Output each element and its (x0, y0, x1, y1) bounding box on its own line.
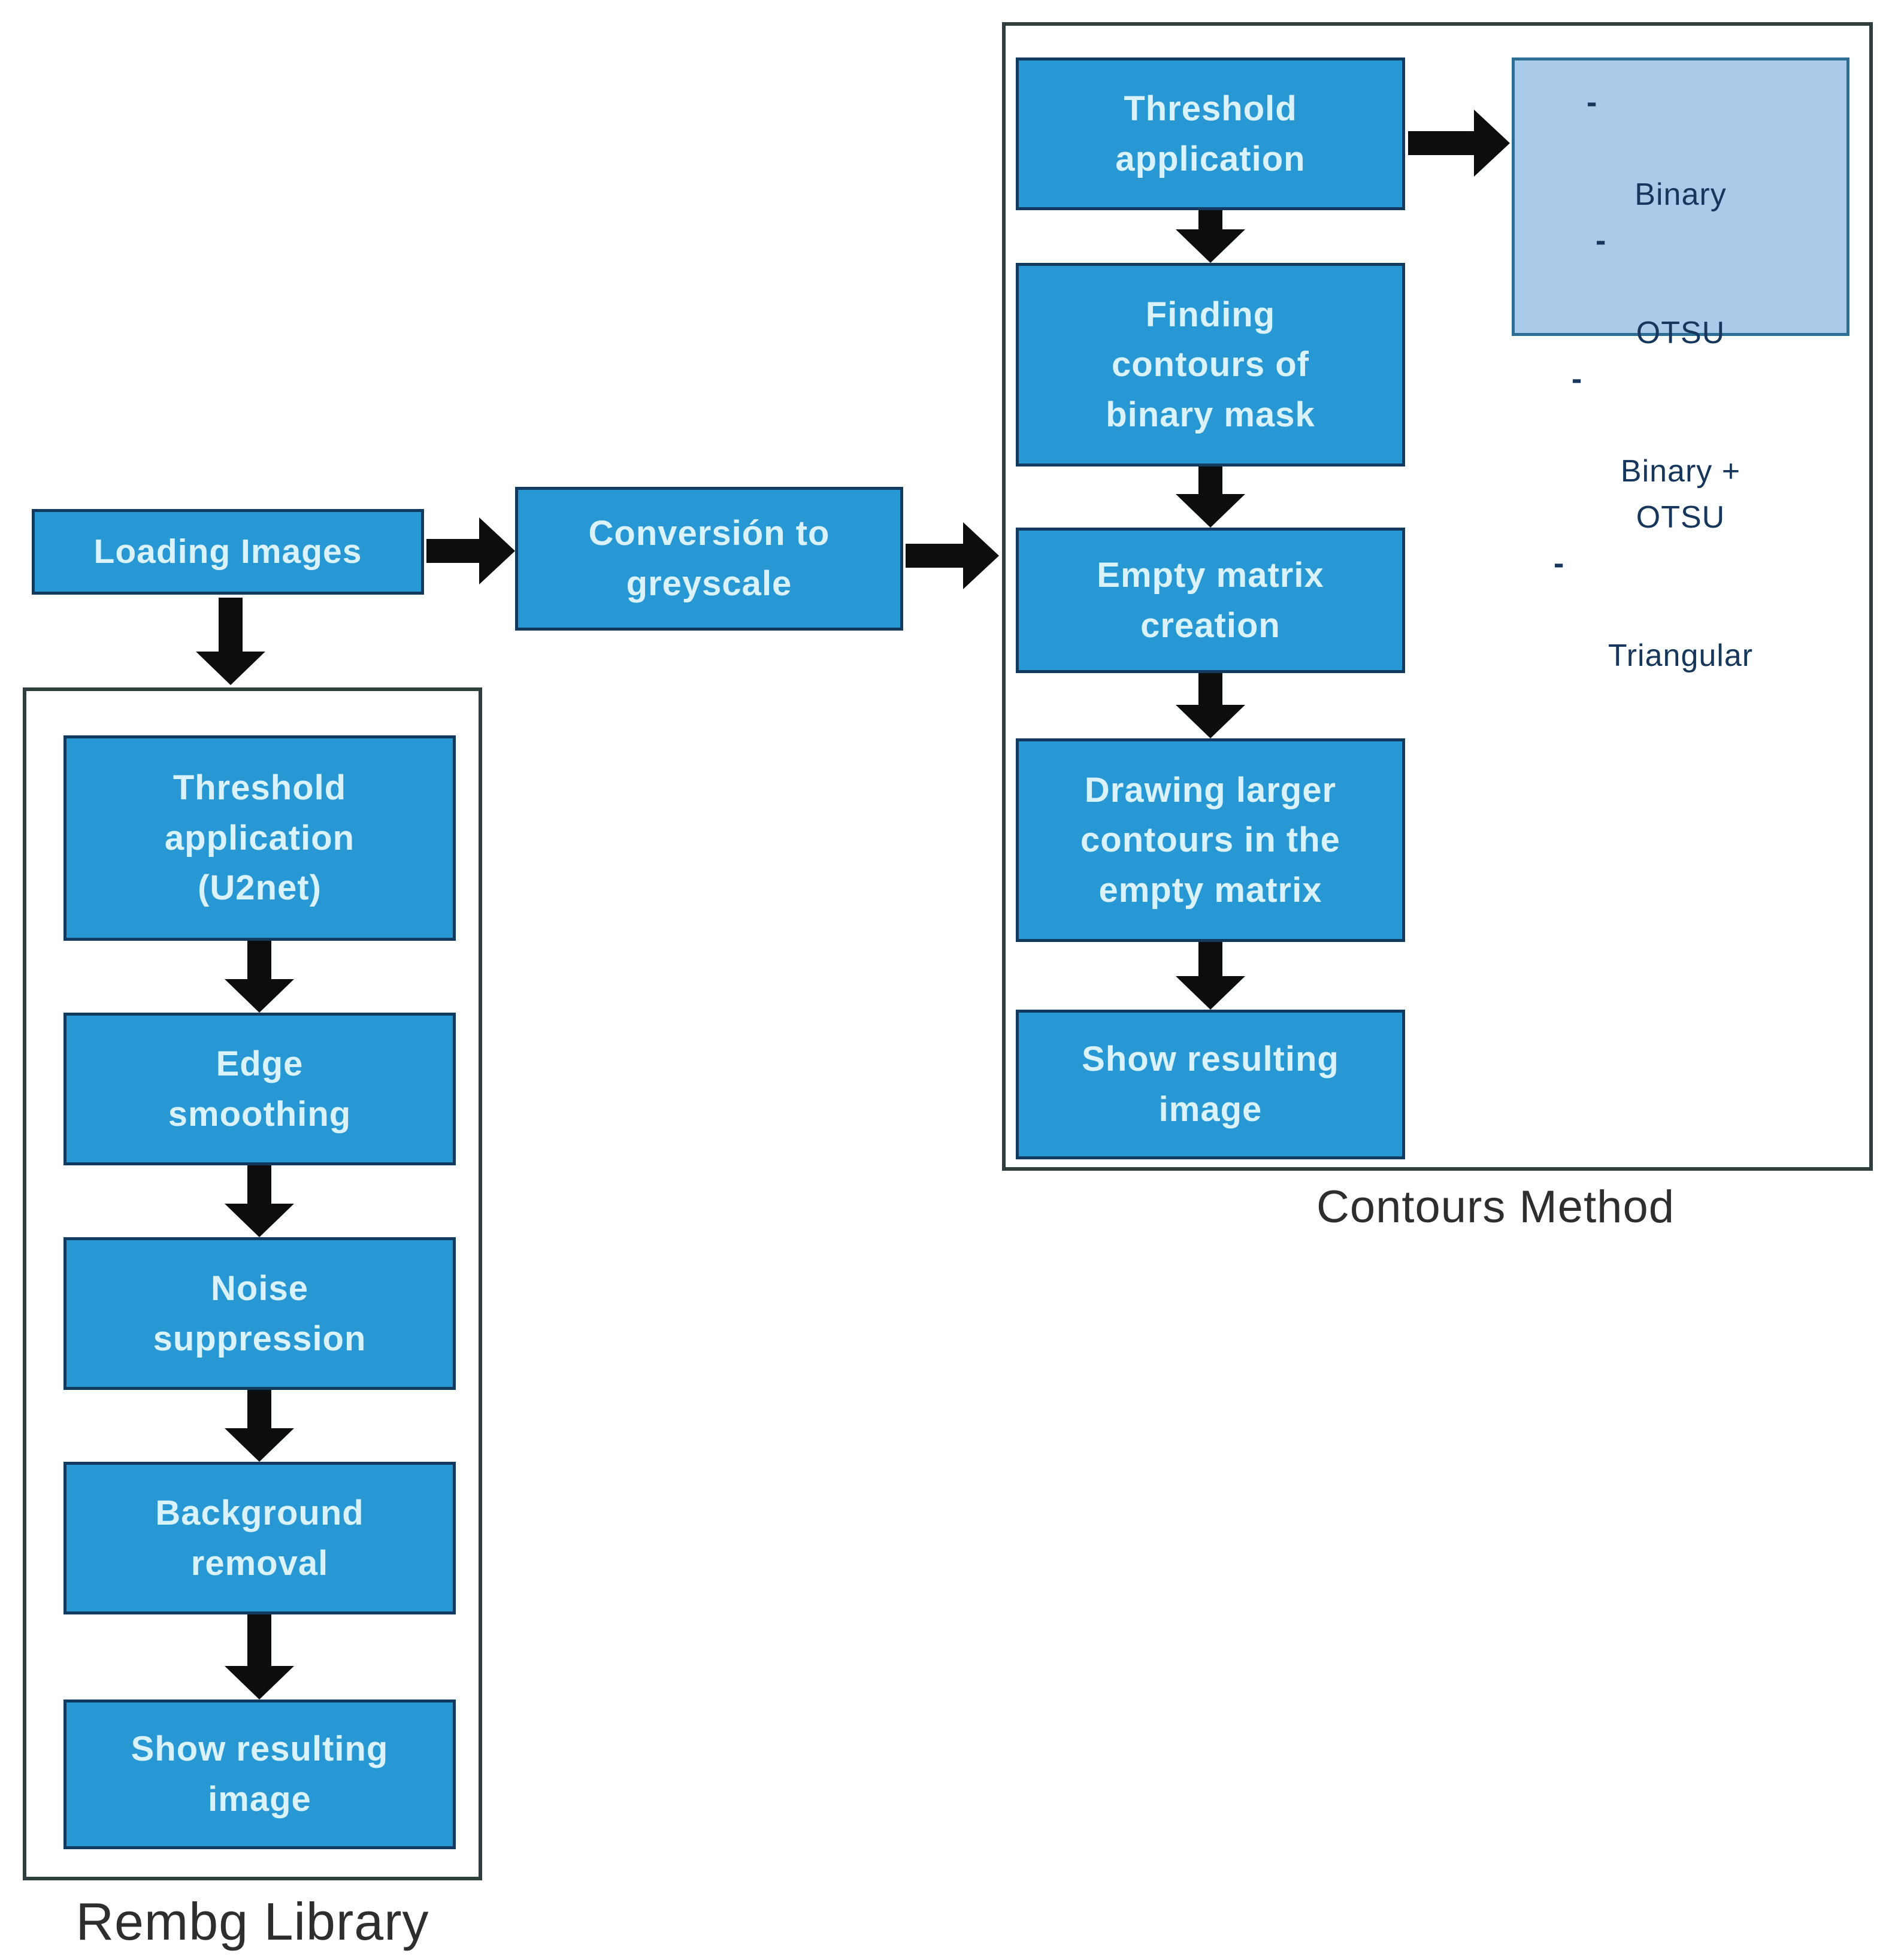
option-item-otsu: - OTSU (1515, 218, 1846, 356)
arrow-right-icon (1408, 110, 1510, 177)
arrow-head (1474, 110, 1510, 177)
option-item-binary: - Binary (1515, 80, 1846, 218)
arrow-shaft (1408, 131, 1476, 155)
arrow-shaft (247, 1614, 271, 1668)
arrow-shaft (247, 1165, 271, 1206)
conversion-greyscale-step-box: Conversión to greyscale (515, 487, 903, 631)
arrow-shaft (906, 544, 965, 568)
rembg-step-threshold-u2net: Threshold application (U2net) (63, 735, 456, 941)
arrow-down-icon (225, 941, 294, 1013)
contours-step-empty-matrix-creation: Empty matrix creation (1016, 528, 1405, 673)
rembg-step-background-removal: Background removal (63, 1462, 456, 1614)
option-label: Binary (1634, 177, 1727, 212)
arrow-head (225, 1666, 294, 1700)
threshold-options-panel: - Binary - OTSU - Binary + OTSU - Triang… (1512, 57, 1849, 673)
arrow-down-icon (196, 598, 265, 685)
arrow-shaft (1198, 673, 1222, 707)
arrow-head (225, 979, 294, 1013)
rembg-step-show-resulting-image: Show resulting image (63, 1700, 456, 1849)
arrow-right-icon (906, 522, 999, 589)
contours-step-finding-contours: Finding contours of binary mask (1016, 263, 1405, 466)
arrow-head (225, 1204, 294, 1237)
arrow-head (479, 517, 515, 584)
arrow-down-icon (1176, 673, 1245, 738)
arrow-down-icon (225, 1390, 294, 1462)
option-label: Binary + OTSU (1620, 454, 1741, 535)
dash-bullet-icon: - (1596, 223, 1607, 258)
option-label: Triangular (1608, 638, 1754, 673)
arrow-head (196, 652, 265, 685)
arrow-shaft (219, 598, 243, 654)
option-label: OTSU (1636, 316, 1726, 350)
arrow-head (225, 1428, 294, 1462)
arrow-head (963, 522, 999, 589)
arrow-down-icon (225, 1614, 294, 1700)
arrow-head (1176, 705, 1245, 738)
arrow-head (1176, 229, 1245, 263)
contours-step-show-resulting-image: Show resulting image (1016, 1010, 1405, 1159)
rembg-group-frame: Threshold application (U2net) Edge smoot… (23, 687, 482, 1880)
arrow-shaft (1198, 466, 1222, 496)
contours-group-frame: Threshold application - Binary - OTSU - … (1002, 22, 1873, 1171)
dash-bullet-icon: - (1572, 362, 1583, 396)
arrow-shaft (426, 539, 482, 563)
arrow-shaft (247, 941, 271, 981)
loading-images-step-box: Loading Images (32, 509, 424, 595)
option-item-triangular: - Triangular (1515, 541, 1846, 679)
arrow-head (1176, 494, 1245, 528)
arrow-right-icon (426, 517, 515, 584)
contours-step-drawing-larger-contours: Drawing larger contours in the empty mat… (1016, 738, 1405, 942)
rembg-step-edge-smoothing: Edge smoothing (63, 1013, 456, 1165)
arrow-shaft (247, 1390, 271, 1431)
contours-step-threshold-application: Threshold application (1016, 57, 1405, 210)
contours-group-caption: Contours Method (1316, 1182, 1675, 1232)
arrow-down-icon (1176, 210, 1245, 263)
dash-bullet-icon: - (1587, 85, 1598, 120)
arrow-shaft (1198, 210, 1222, 232)
arrow-down-icon (225, 1165, 294, 1237)
dash-bullet-icon: - (1554, 546, 1565, 581)
rembg-group-caption: Rembg Library (75, 1892, 429, 1951)
arrow-head (1176, 976, 1245, 1010)
arrow-down-icon (1176, 466, 1245, 528)
option-item-binary-otsu: - Binary + OTSU (1515, 356, 1846, 541)
rembg-step-noise-suppression: Noise suppression (63, 1237, 456, 1390)
arrow-down-icon (1176, 942, 1245, 1010)
arrow-shaft (1198, 942, 1222, 979)
